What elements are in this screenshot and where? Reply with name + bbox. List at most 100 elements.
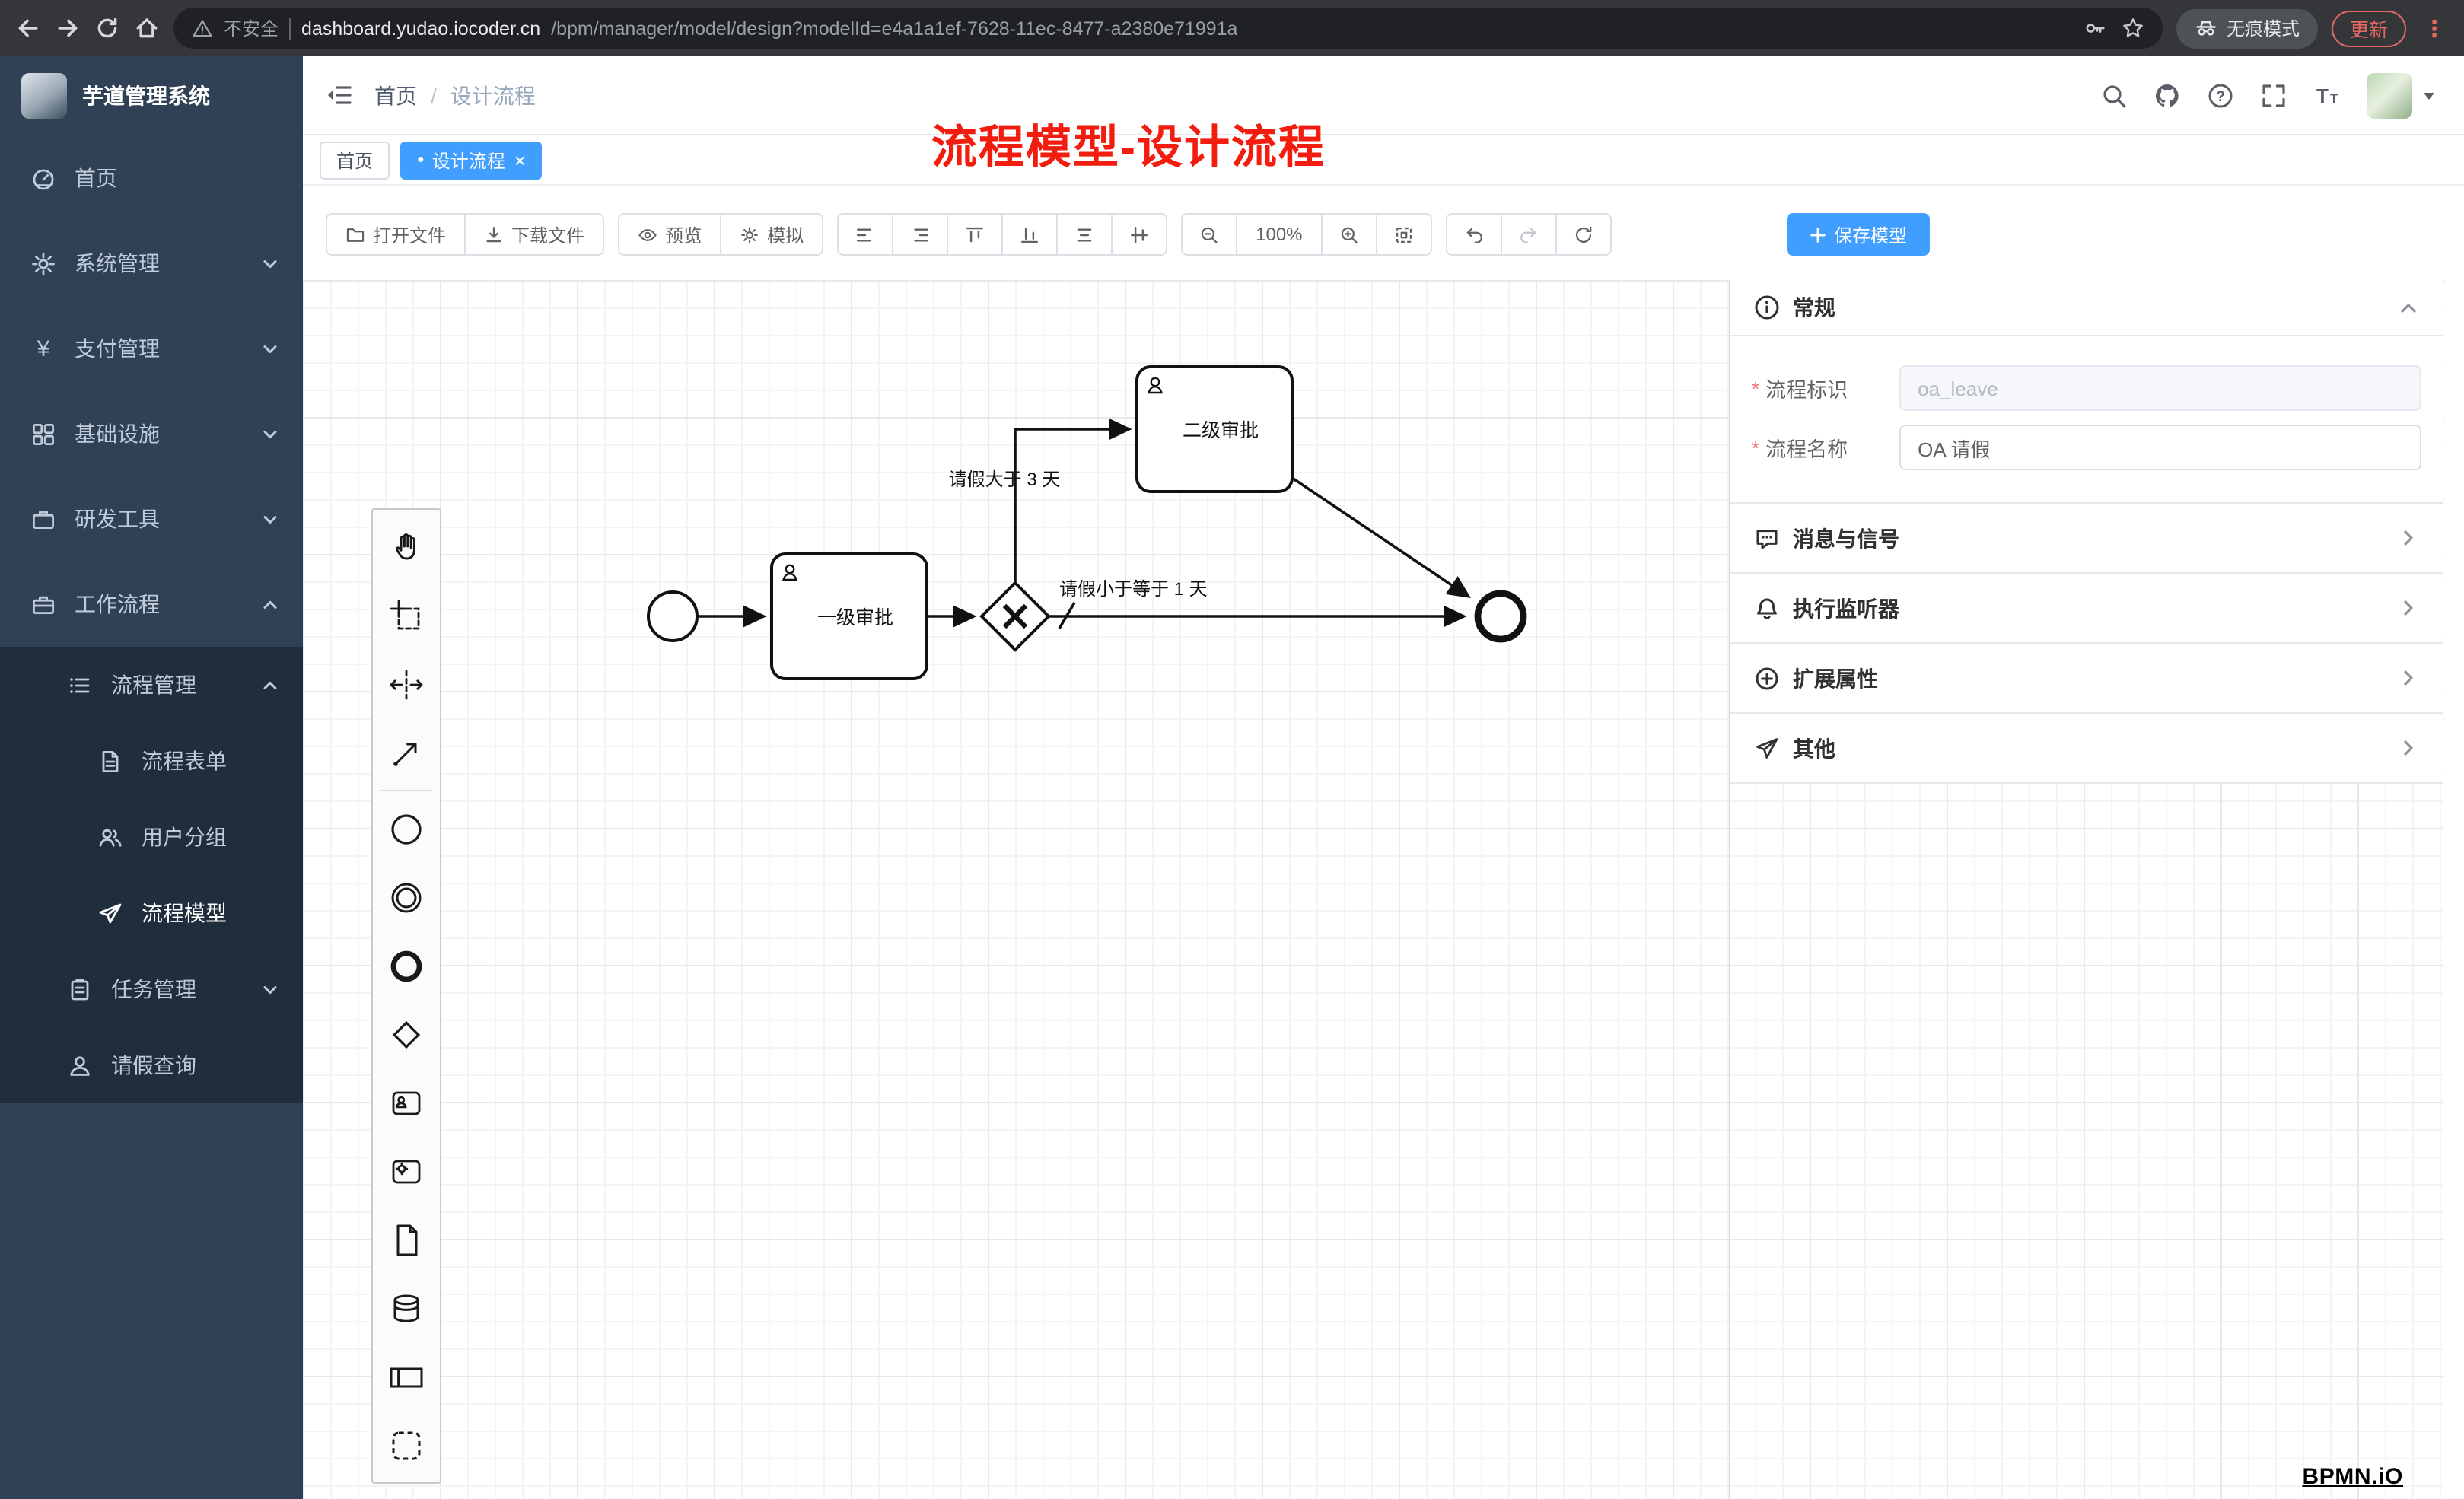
sidebar-item-process-form[interactable]: 流程表单 bbox=[0, 723, 303, 799]
field-label: 流程名称 bbox=[1765, 438, 1848, 461]
lasso-tool-icon[interactable] bbox=[373, 581, 440, 650]
zoom-level-button[interactable]: 100% bbox=[1236, 213, 1323, 256]
plus-icon bbox=[1810, 227, 1826, 242]
align-middle-button[interactable] bbox=[1111, 213, 1168, 256]
tab-design-process[interactable]: ● 设计流程 × bbox=[400, 141, 543, 179]
sidebar-item-label: 流程表单 bbox=[142, 749, 227, 773]
flow-gateway-to-task2[interactable] bbox=[1014, 418, 1132, 583]
dashboard-icon bbox=[30, 165, 56, 191]
create-participant-icon[interactable] bbox=[373, 1342, 440, 1411]
create-start-event-icon[interactable] bbox=[373, 794, 440, 863]
create-intermediate-event-icon[interactable] bbox=[373, 863, 440, 931]
sidebar-item-infrastructure[interactable]: 基础设施 bbox=[0, 391, 303, 476]
forward-icon[interactable] bbox=[55, 15, 81, 41]
process-name-input[interactable] bbox=[1899, 425, 2421, 470]
align-bottom-button[interactable] bbox=[1001, 213, 1059, 256]
space-tool-icon[interactable] bbox=[373, 650, 440, 718]
search-icon[interactable] bbox=[2100, 81, 2128, 109]
sidebar-item-label: 基础设施 bbox=[75, 422, 160, 446]
collapse-sidebar-icon[interactable] bbox=[324, 81, 353, 110]
align-left-button[interactable] bbox=[837, 213, 894, 256]
sidebar-item-payment[interactable]: ¥ 支付管理 bbox=[0, 306, 303, 391]
gear-icon bbox=[30, 250, 56, 276]
sidebar-item-process-model[interactable]: 流程模型 bbox=[0, 875, 303, 951]
create-data-store-icon[interactable] bbox=[373, 1274, 440, 1342]
avatar[interactable] bbox=[2367, 72, 2412, 118]
sidebar-item-label: 请假查询 bbox=[111, 1053, 196, 1077]
sidebar-item-leave-query[interactable]: 请假查询 bbox=[0, 1027, 303, 1103]
bpmn-diagram[interactable]: 一级审批 二级审批 请假大于 3 天 请假小于等于 1 天 bbox=[303, 280, 2464, 1497]
zoom-out-button[interactable] bbox=[1181, 213, 1238, 256]
help-icon[interactable]: ? bbox=[2207, 81, 2234, 109]
save-model-button[interactable]: 保存模型 bbox=[1786, 213, 1930, 256]
restart-button[interactable] bbox=[1555, 213, 1612, 256]
task-first-approval[interactable]: 一级审批 bbox=[770, 552, 928, 680]
exclusive-gateway[interactable] bbox=[979, 581, 1051, 652]
undo-icon bbox=[1466, 227, 1482, 243]
create-gateway-icon[interactable] bbox=[373, 1000, 440, 1068]
zoom-reset-button[interactable] bbox=[1375, 213, 1432, 256]
list-icon bbox=[67, 672, 93, 698]
url-bar[interactable]: 不安全 dashboard.yudao.iocoder.cn/bpm/manag… bbox=[173, 8, 2163, 49]
download-file-button[interactable]: 下载文件 bbox=[464, 213, 605, 256]
home-icon[interactable] bbox=[134, 15, 160, 41]
create-user-task-icon[interactable] bbox=[373, 1068, 440, 1137]
section-messages-signals[interactable]: 消息与信号 bbox=[1730, 504, 2443, 574]
align-vertical-center-icon bbox=[1131, 226, 1148, 243]
user-menu[interactable] bbox=[2367, 72, 2437, 118]
zoom-in-button[interactable] bbox=[1320, 213, 1377, 256]
flow-task2-to-end[interactable] bbox=[1291, 476, 1471, 599]
sidebar-item-user-group[interactable]: 用户分组 bbox=[0, 799, 303, 875]
sidebar-item-process-management[interactable]: 流程管理 bbox=[0, 647, 303, 723]
create-service-task-icon[interactable] bbox=[373, 1137, 440, 1205]
start-event[interactable] bbox=[647, 590, 699, 642]
update-button[interactable]: 更新 bbox=[2331, 10, 2406, 46]
required-mark: * bbox=[1752, 436, 1760, 459]
create-end-event-icon[interactable] bbox=[373, 931, 440, 1000]
chevron-right-icon bbox=[2399, 668, 2418, 688]
open-file-button[interactable]: 打开文件 bbox=[326, 213, 466, 256]
fullscreen-icon[interactable] bbox=[2260, 81, 2287, 109]
section-other[interactable]: 其他 bbox=[1730, 714, 2443, 784]
sidebar-item-task-management[interactable]: 任务管理 bbox=[0, 951, 303, 1027]
create-data-object-icon[interactable] bbox=[373, 1205, 440, 1274]
align-center-button[interactable] bbox=[1056, 213, 1113, 256]
security-label: 不安全 bbox=[224, 18, 279, 40]
align-right-button[interactable] bbox=[892, 213, 949, 256]
sidebar-item-workflow[interactable]: 工作流程 bbox=[0, 562, 303, 647]
github-icon[interactable] bbox=[2154, 81, 2181, 109]
button-label: 预览 bbox=[665, 224, 702, 246]
create-group-icon[interactable] bbox=[373, 1411, 440, 1479]
align-top-button[interactable] bbox=[947, 213, 1004, 256]
hand-tool-icon[interactable] bbox=[373, 513, 440, 581]
sidebar-item-system[interactable]: 系统管理 bbox=[0, 221, 303, 306]
bpmn-canvas[interactable]: 一级审批 二级审批 请假大于 3 天 请假小于等于 1 天 BPMN bbox=[303, 280, 2464, 1499]
sidebar-item-devtools[interactable]: 研发工具 bbox=[0, 476, 303, 562]
section-extended-attributes[interactable]: 扩展属性 bbox=[1730, 644, 2443, 714]
align-right-icon bbox=[914, 228, 929, 241]
breadcrumb-current: 设计流程 bbox=[450, 83, 536, 107]
bpmn-io-logo[interactable]: BPMN.iO bbox=[2302, 1464, 2403, 1490]
close-tab-icon[interactable]: × bbox=[514, 148, 526, 171]
svg-text:?: ? bbox=[2216, 88, 2225, 104]
undo-button[interactable] bbox=[1445, 213, 1502, 256]
browser-menu-icon[interactable]: ⋮ bbox=[2423, 16, 2446, 42]
breadcrumb-home[interactable]: 首页 bbox=[374, 83, 417, 107]
process-key-input bbox=[1899, 365, 2421, 411]
preview-button[interactable]: 预览 bbox=[618, 213, 722, 256]
task-second-approval[interactable]: 二级审批 bbox=[1135, 365, 1294, 493]
reload-icon[interactable] bbox=[94, 15, 120, 41]
section-general[interactable]: 常规 bbox=[1730, 280, 2443, 336]
bookmark-star-icon[interactable] bbox=[2122, 17, 2144, 40]
redo-button[interactable] bbox=[1500, 213, 1557, 256]
back-icon[interactable] bbox=[15, 15, 41, 41]
section-execution-listener[interactable]: 执行监听器 bbox=[1730, 574, 2443, 644]
tab-home[interactable]: 首页 bbox=[320, 141, 390, 179]
simulate-button[interactable]: 模拟 bbox=[720, 213, 824, 256]
end-event[interactable] bbox=[1474, 590, 1527, 643]
sidebar-item-home[interactable]: 首页 bbox=[0, 135, 303, 221]
global-connect-tool-icon[interactable] bbox=[373, 718, 440, 787]
password-key-icon[interactable] bbox=[2084, 17, 2106, 40]
general-fields: * 流程标识 * 流程名称 bbox=[1730, 336, 2443, 504]
